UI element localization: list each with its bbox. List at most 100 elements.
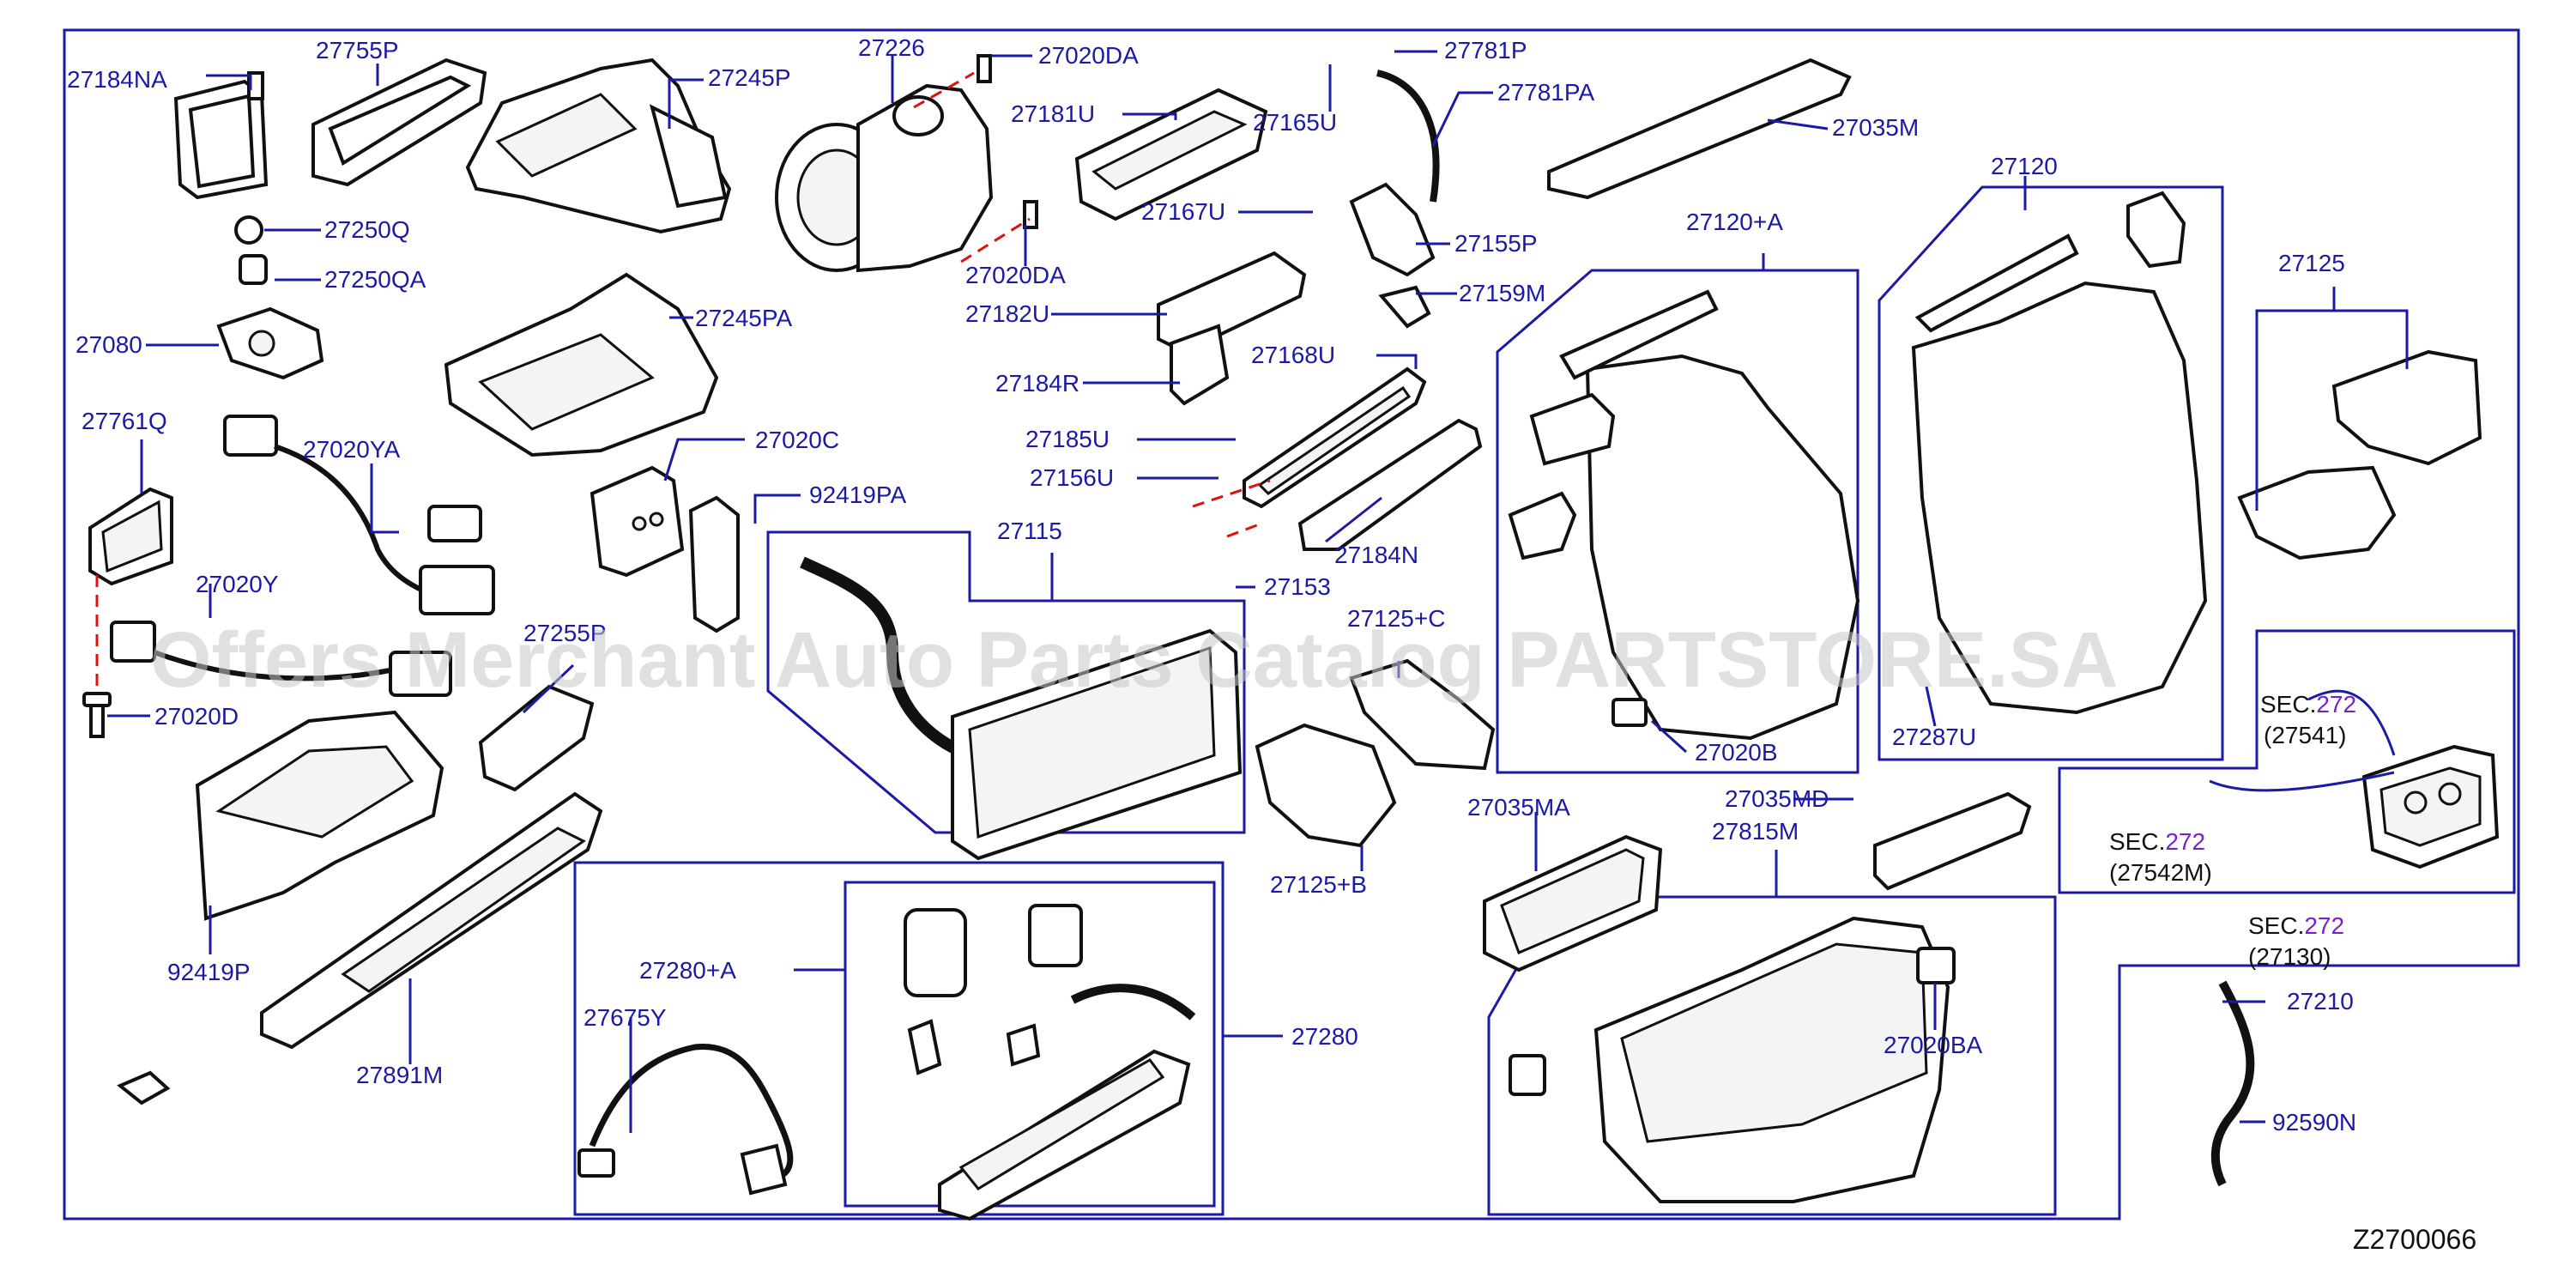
section-reference-27130: SEC.272 (27130) (2248, 912, 2344, 970)
part-27182u-door (1157, 251, 1307, 354)
label-27181u: 27181U (1011, 100, 1095, 127)
part-27159m-lever (1378, 285, 1431, 329)
label-92590n: 92590N (2272, 1109, 2356, 1136)
sec-number: 272 (2316, 691, 2356, 718)
sec-number: 272 (2165, 828, 2205, 855)
part-27125b-duct (1255, 723, 1397, 848)
part-27245p (465, 58, 732, 234)
part-27125-duct (2237, 349, 2482, 560)
label-27675y: 27675Y (584, 1004, 667, 1031)
label-27165u: 27165U (1253, 109, 1337, 136)
part-27245pa (444, 272, 719, 457)
label-27245p: 27245P (708, 64, 791, 91)
part-27280-evaporator (904, 904, 1196, 1221)
label-27035m: 27035M (1832, 114, 1919, 141)
label-27755p: 27755P (316, 37, 399, 64)
label-27184n: 27184N (1334, 542, 1418, 568)
part-27155p-linkage (1349, 70, 1440, 277)
label-27020c: 27020C (755, 427, 839, 453)
box-27815m (1487, 895, 2057, 1216)
leader-lines (107, 50, 2409, 1133)
label-27182u: 27182U (965, 300, 1049, 327)
label-27155p: 27155P (1454, 230, 1538, 257)
sec-prefix: SEC. (2248, 912, 2304, 939)
svg-text:SEC.272: SEC.272 (2248, 912, 2344, 939)
box-sec27541 (2058, 629, 2516, 894)
part-27210-control-panel (2361, 744, 2500, 869)
label-27287u: 27287U (1892, 724, 1976, 750)
part-27250q (234, 215, 268, 285)
label-27020da-top: 27020DA (1038, 42, 1139, 69)
label-92419p: 92419P (167, 959, 251, 985)
part-92419p-duct (195, 710, 444, 921)
label-27125b: 27125+B (1270, 871, 1367, 898)
part-27815m-evap-case (1509, 916, 1956, 1203)
section-reference-27541: SEC.272 (27541) (2260, 691, 2356, 748)
part-27080-actuator (216, 306, 324, 380)
part-labels: 27184NA 27755P 27245P 27226 27020DA 2778… (67, 34, 2356, 1136)
label-27115: 27115 (997, 518, 1062, 544)
label-27168u: 27168U (1251, 342, 1335, 368)
label-27020ya: 27020YA (303, 436, 400, 463)
label-27255p: 27255P (523, 620, 607, 646)
label-27153: 27153 (1264, 573, 1331, 600)
label-27891m: 27891M (356, 1062, 443, 1088)
box-27120 (1878, 185, 2224, 761)
label-27167u: 27167U (1141, 198, 1225, 225)
label-27185u: 27185U (1025, 426, 1110, 452)
label-27125: 27125 (2278, 250, 2345, 276)
label-27120: 27120 (1991, 153, 2058, 179)
box-27115 (766, 530, 1246, 834)
label-27120a: 27120+A (1686, 209, 1783, 235)
label-27020ba: 27020BA (1884, 1032, 1983, 1058)
label-27035md: 27035MD (1725, 785, 1829, 812)
box-27280-inner (844, 881, 1216, 1208)
part-27020ya-harness (223, 415, 495, 615)
outer-frame (63, 28, 2520, 1220)
svg-text:SEC.272: SEC.272 (2260, 691, 2356, 718)
label-27020b: 27020B (1695, 739, 1778, 766)
svg-text:SEC.272: SEC.272 (2109, 828, 2205, 855)
align-line-5 (1226, 522, 1262, 538)
part-27115-heater-core (800, 556, 1243, 861)
label-27761q: 27761Q (82, 408, 167, 434)
align-line-3 (960, 217, 1031, 263)
part-27035m (1547, 58, 1852, 200)
part-27120a-heater-unit (1508, 289, 1860, 741)
diagram-code: Z2700066 (2353, 1224, 2476, 1255)
label-27226: 27226 (858, 34, 925, 61)
label-27184na: 27184NA (67, 66, 167, 93)
sec-ref-code: (27130) (2248, 943, 2331, 970)
part-27184na (173, 71, 269, 200)
label-27245pa: 27245PA (695, 305, 792, 331)
part-screw-27020d (82, 692, 112, 738)
part-small-gasket (117, 1070, 171, 1105)
part-screw-27020da (977, 54, 1038, 229)
label-27210: 27210 (2287, 988, 2354, 1015)
label-92419pa: 92419PA (809, 482, 906, 508)
box-27120a (1496, 269, 1859, 774)
align-line-4 (1192, 479, 1271, 508)
label-27815m: 27815M (1712, 818, 1799, 845)
label-27020y: 27020Y (196, 571, 279, 597)
watermark-text: Offers Merchant Auto Parts Catalog PARTS… (150, 616, 2119, 704)
box-27280 (573, 861, 1225, 1216)
label-27781pa: 27781PA (1497, 79, 1594, 106)
part-27891m-cover (260, 791, 603, 1050)
part-27761q-resistor (88, 487, 173, 586)
sec-prefix: SEC. (2109, 828, 2165, 855)
label-27156u: 27156U (1030, 464, 1114, 491)
part-27035ma-filter (1483, 834, 1663, 972)
sec-prefix: SEC. (2260, 691, 2316, 718)
label-27020d: 27020D (154, 703, 239, 730)
part-27125c-duct (1349, 658, 1496, 771)
part-27675y-hose (577, 1044, 794, 1196)
part-27755p (311, 58, 487, 187)
label-27250q: 27250Q (324, 216, 410, 243)
label-27184r: 27184R (995, 370, 1079, 397)
section-reference-27542m: SEC.272 (27542M) (2109, 828, 2212, 886)
label-27280: 27280 (1291, 1023, 1358, 1050)
label-27125c: 27125+C (1347, 605, 1445, 632)
part-92590n-drain (2210, 980, 2255, 1187)
